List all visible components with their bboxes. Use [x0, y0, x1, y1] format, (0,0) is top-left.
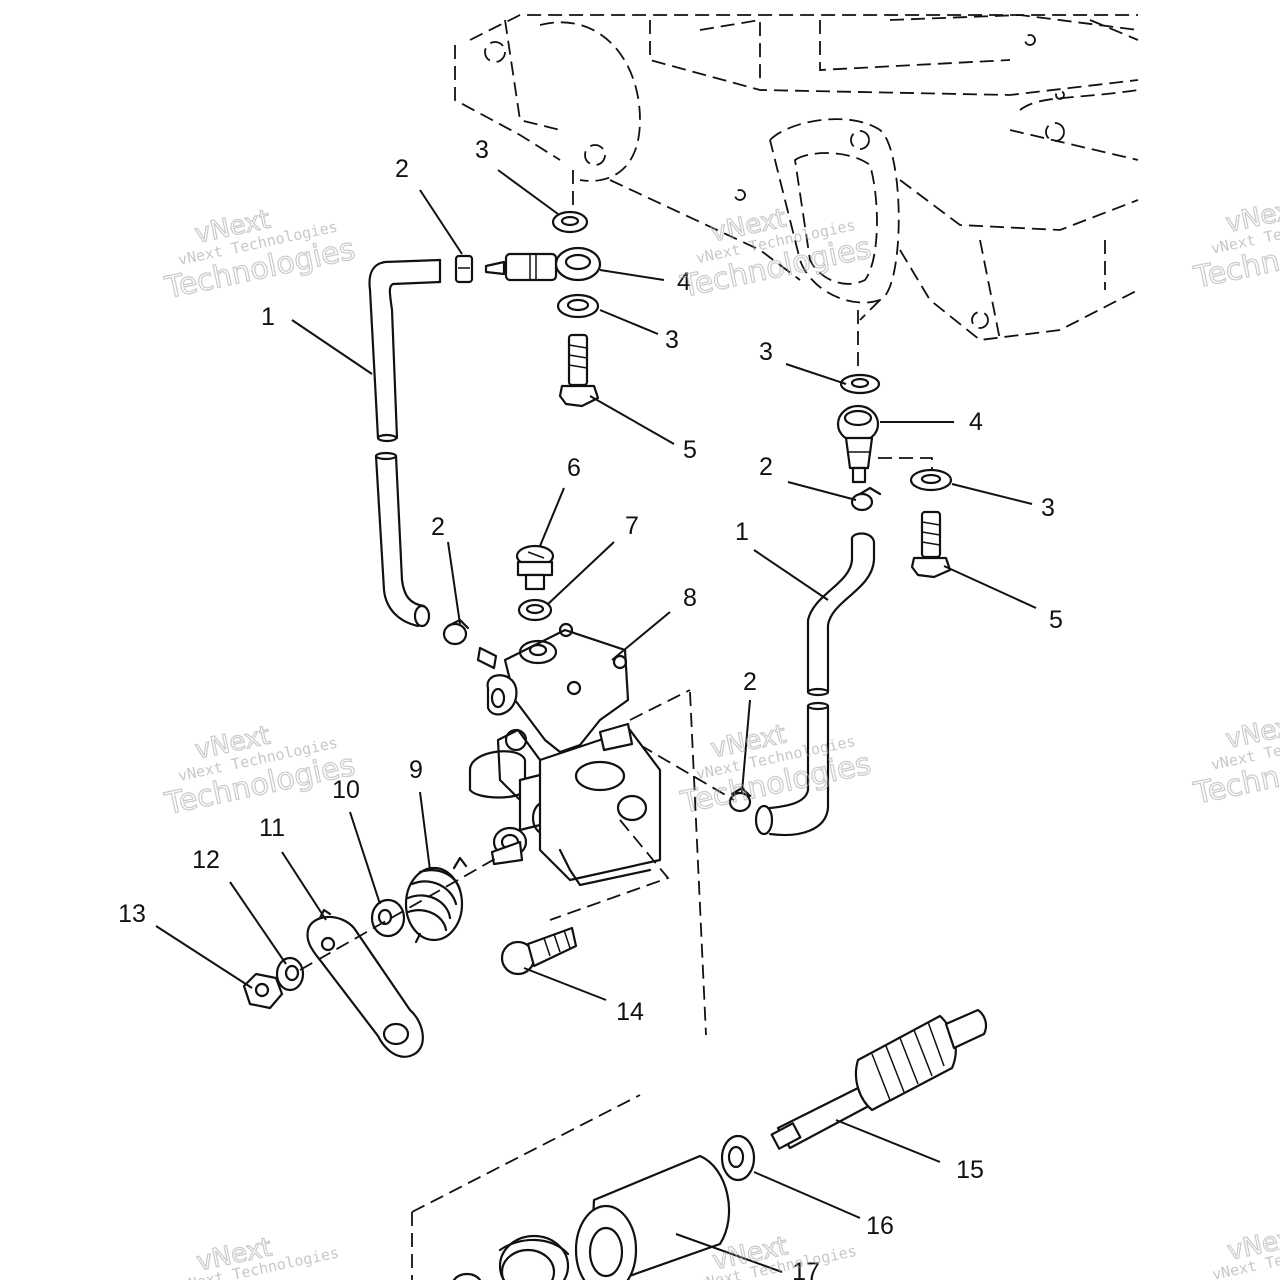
- bolt-6: [515, 544, 555, 591]
- callout-9: 9: [409, 756, 423, 784]
- callout-7: 7: [625, 512, 639, 540]
- washer-10: [370, 898, 406, 938]
- callout-2-pump-left: 2: [431, 513, 445, 541]
- callout-labels: 1 1 2 2 2 2 3 3 3 3 4 4 5 5 6 7 8 9 10 1…: [118, 136, 1063, 1280]
- callout-12: 12: [192, 846, 220, 874]
- watermark-middle-right: vNext vNext Technologies Technologies: [1190, 709, 1280, 812]
- assembly-axis-lever: [299, 855, 501, 971]
- hose-clamp-right-top: [850, 486, 882, 512]
- leader-lines: [155, 169, 1037, 1273]
- bushing-17: [574, 1154, 731, 1280]
- washer-7: [517, 598, 553, 622]
- callout-11: 11: [259, 814, 285, 842]
- watermark-middle-left: vNext vNext Technologies Technologies: [161, 720, 359, 823]
- banjo-bolt-right: [910, 510, 952, 579]
- callout-3-right-side: 3: [1041, 494, 1055, 522]
- watermark-bottom-left: vNext vNext Technologies: [178, 1232, 341, 1280]
- hose-clamp-right-bottom: [639, 744, 752, 813]
- spring-9: [404, 856, 468, 944]
- callout-8: 8: [683, 584, 697, 612]
- callout-16: 16: [866, 1212, 894, 1240]
- oil-hose-left: [368, 258, 442, 628]
- callout-3-top-left: 3: [475, 136, 489, 164]
- watermark-top-right: vNext vNext Technologies Technologies: [1190, 193, 1280, 296]
- callout-14: 14: [616, 998, 644, 1026]
- washer-12: [275, 956, 305, 992]
- callout-5-left: 5: [683, 436, 697, 464]
- washer-right-side: [878, 457, 953, 492]
- washer-left-bottom: [556, 293, 600, 319]
- engine-block: [454, 14, 1139, 341]
- hose-clamp-top-left: [454, 254, 474, 284]
- callout-3-left-bottom: 3: [665, 326, 679, 354]
- callout-4-right: 4: [969, 408, 983, 436]
- watermark-bottom-right: vNext vNext Technologies: [1211, 1221, 1280, 1280]
- callout-5-right: 5: [1049, 606, 1063, 634]
- callout-13: 13: [118, 900, 146, 928]
- callout-17: 17: [792, 1258, 820, 1280]
- banjo-bolt-left: [558, 333, 600, 408]
- callout-3-right-top: 3: [759, 338, 773, 366]
- drive-shaft-15: [770, 1008, 988, 1150]
- lever-11: [306, 908, 424, 1058]
- gear-bottom: [411, 1094, 641, 1280]
- callout-4-left: 4: [677, 268, 691, 296]
- nut-13: [242, 972, 284, 1010]
- callout-15: 15: [956, 1156, 984, 1184]
- callout-2-right-top: 2: [759, 453, 773, 481]
- banjo-fitting-left: [484, 246, 602, 282]
- watermark-top-center: vNext vNext Technologies Technologies: [677, 203, 875, 306]
- hose-clamp-pump-left: [442, 618, 470, 646]
- washer-left-top: [551, 170, 589, 234]
- washer-16: [720, 1134, 756, 1182]
- banjo-fitting-right: [836, 404, 880, 484]
- callout-1-left: 1: [261, 303, 275, 331]
- callout-1-right: 1: [735, 518, 749, 546]
- oil-pump-body: [468, 622, 707, 1036]
- callout-10: 10: [332, 776, 360, 804]
- bolt-14: [500, 926, 578, 976]
- oil-hose-right: [754, 532, 876, 836]
- watermark-top-left: vNext vNext Technologies Technologies: [161, 204, 359, 307]
- callout-6: 6: [567, 454, 581, 482]
- watermark-middle-center: vNext vNext Technologies Technologies: [677, 719, 875, 822]
- callout-2-top-left: 2: [395, 155, 409, 183]
- callout-2-right-bottom: 2: [743, 668, 757, 696]
- washer-right-top: [839, 310, 881, 395]
